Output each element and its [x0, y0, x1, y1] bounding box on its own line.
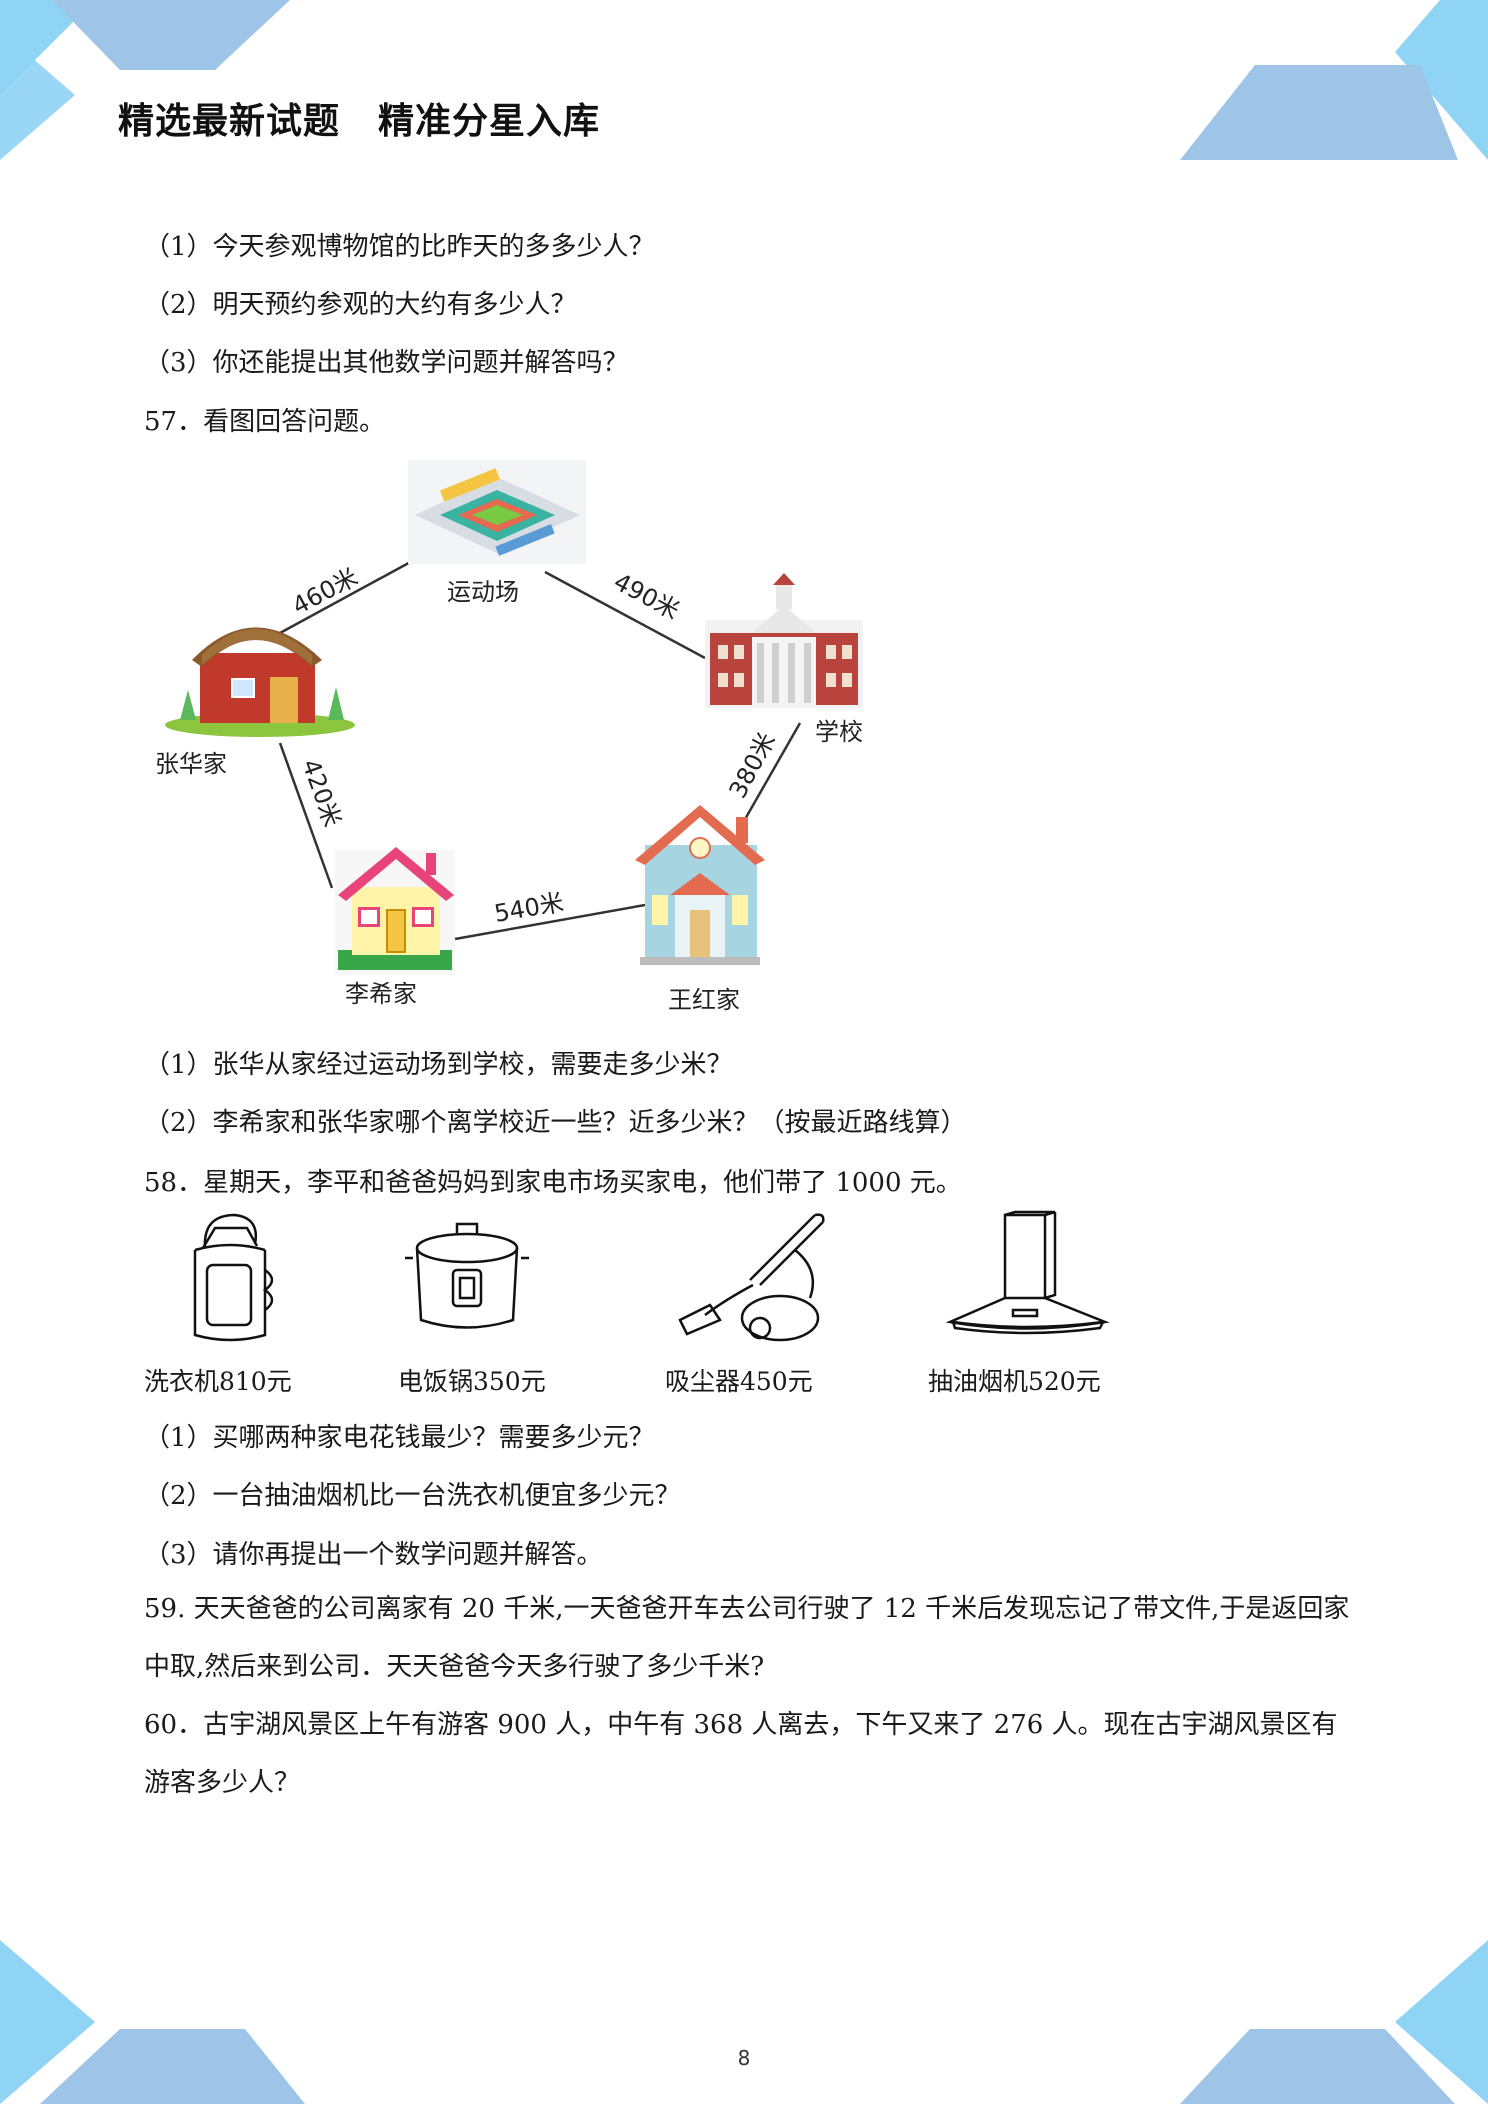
li-house-icon — [335, 847, 455, 975]
route-wang-school — [738, 722, 802, 829]
wang-house-icon — [635, 805, 765, 965]
question-line: （1）买哪两种家电花钱最少？需要多少元？ — [144, 1423, 655, 1453]
distance-label: 460米 — [288, 563, 363, 620]
question-line: （3）你还能提出其他数学问题并解答吗？ — [144, 348, 629, 378]
q57-title: 57．看图回答问题。 — [144, 407, 386, 437]
route-stadium-school — [544, 570, 706, 660]
zhang-house-icon — [165, 627, 355, 737]
zhang-house-label: 张华家 — [155, 750, 227, 778]
question-line: （2）一台抽油烟机比一台洗衣机便宜多少元？ — [144, 1481, 681, 1511]
stadium-icon — [408, 460, 586, 564]
header-title: 精选最新试题精准分星入库 — [118, 101, 601, 142]
question-line: （2）李希家和张华家哪个离学校近一些？近多少米？（按最近路线算） — [144, 1108, 967, 1138]
washing-machine-icon — [193, 1213, 274, 1342]
rice-cooker-icon — [405, 1222, 529, 1329]
route-map: 运动场 学校 张华家 — [155, 460, 863, 1014]
wang-house-label: 王红家 — [668, 986, 740, 1014]
li-house-label: 李希家 — [345, 980, 417, 1008]
question-line: （1）张华从家经过运动场到学校，需要走多少米？ — [144, 1050, 733, 1080]
corner-decoration-top — [0, 0, 1488, 160]
school-label: 学校 — [815, 718, 863, 746]
q60-text: 60．古宇湖风景区上午有游客 900 人，中午有 368 人离去，下午又来了 2… — [144, 1710, 1338, 1798]
appliance-price-label: 抽油烟机520元 — [928, 1367, 1101, 1396]
corner-decoration-bottom — [0, 1940, 1488, 2104]
range-hood-icon — [945, 1210, 1110, 1335]
distance-label: 380米 — [724, 728, 781, 803]
route-zhang-li — [278, 742, 334, 889]
distance-label: 490米 — [609, 568, 684, 625]
q59-text: 59. 天天爸爸的公司离家有 20 千米,一天爸爸开车去公司行驶了 12 千米后… — [144, 1594, 1350, 1682]
distance-label: 420米 — [296, 755, 346, 830]
school-icon — [705, 573, 863, 708]
appliance-price-label: 电饭锅350元 — [398, 1367, 546, 1396]
q58-title: 58．星期天，李平和爸爸妈妈到家电市场买家电，他们带了 1000 元。 — [144, 1168, 962, 1198]
page-number: 8 — [737, 2046, 751, 2070]
vacuum-cleaner-icon — [678, 1213, 825, 1342]
appliance-price-label: 洗衣机810元 — [144, 1367, 292, 1396]
question-line: （1）今天参观博物馆的比昨天的多多少人？ — [144, 232, 655, 262]
question-line: （2）明天预约参观的大约有多少人？ — [144, 290, 577, 320]
appliance-price-label: 吸尘器450元 — [665, 1367, 813, 1396]
question-line: （3）请你再提出一个数学问题并解答。 — [144, 1540, 603, 1570]
stadium-label: 运动场 — [447, 578, 519, 606]
route-li-wang — [454, 903, 646, 941]
